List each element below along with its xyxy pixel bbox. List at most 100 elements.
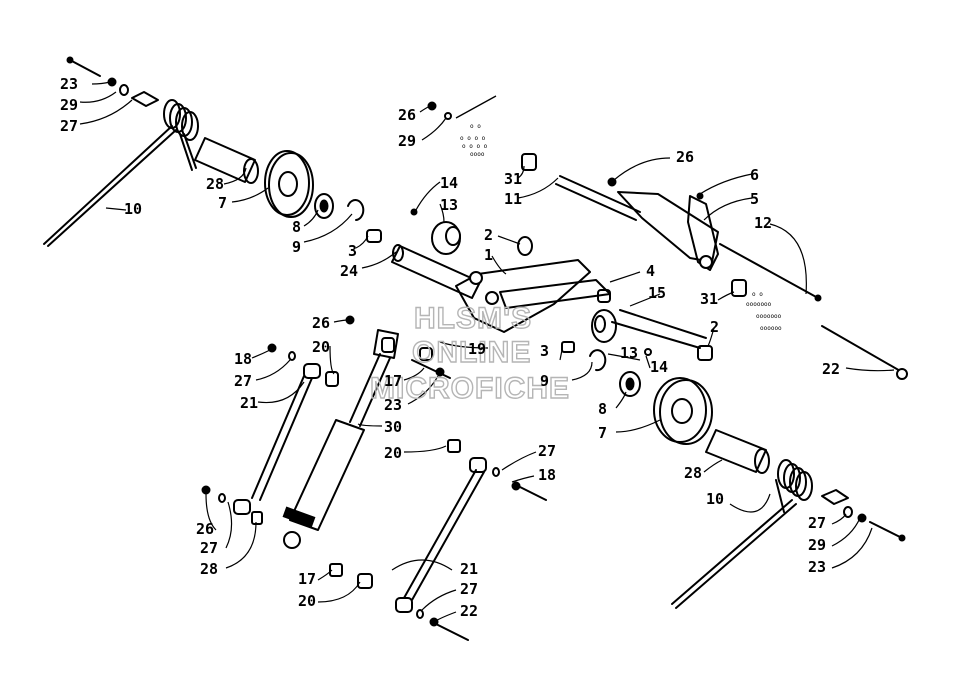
right-bushing-3 [561, 341, 575, 353]
upper-left-torsion-spring [163, 99, 199, 171]
callout-10-a: 10 [124, 200, 142, 218]
front-cross-shaft [391, 244, 481, 299]
callout-18-b: 18 [538, 466, 556, 484]
lower-bushing-20 [357, 573, 373, 589]
callout-27-c: 27 [538, 442, 556, 460]
callout-17-b: 17 [298, 570, 316, 588]
center-bushing-20 [447, 439, 461, 453]
svg-text:ooooooo: ooooooo [756, 313, 782, 320]
callout-26-a: 26 [398, 106, 416, 124]
watermark-line-1: HLSM'S [414, 302, 532, 335]
callout-15: 15 [648, 284, 666, 302]
right-spring-arm [671, 499, 797, 609]
upper-left-spring-arm [43, 125, 177, 247]
callout-29-a: 29 [60, 96, 78, 114]
right-link-washer [492, 467, 500, 477]
callout-29-c: 29 [808, 536, 826, 554]
upper-left-bolt [66, 56, 101, 77]
callout-26-c: 26 [312, 314, 330, 332]
pivot-bolt-head [410, 208, 418, 216]
right-snap-ring [589, 349, 607, 372]
callout-24: 24 [340, 262, 358, 280]
right-lock-nut [857, 513, 867, 523]
callout-20-c: 20 [298, 592, 316, 610]
callout-28-b: 28 [684, 464, 702, 482]
callout-8-b: 8 [598, 400, 607, 418]
watermark-line-3: MICROFICHE [370, 372, 570, 405]
pivot-block-13-lower [591, 309, 617, 343]
callout-8-a: 8 [292, 218, 301, 236]
callout-9-a: 9 [292, 238, 301, 256]
upper-left-idler-wheel [264, 150, 314, 218]
callout-2-b: 2 [710, 318, 719, 336]
callout-27-e: 27 [808, 514, 826, 532]
upper-left-spacer-tube [194, 137, 259, 184]
callout-2-a: 2 [484, 226, 493, 244]
upper-bushing-2 [517, 236, 533, 256]
callout-31-b: 31 [700, 290, 718, 308]
callout-14-b: 14 [650, 358, 668, 376]
svg-text:o o o o: o o o o [462, 143, 488, 150]
svg-text:ooooooo: ooooooo [746, 301, 772, 308]
callout-27-b: 27 [234, 372, 252, 390]
lower-left-nut [201, 485, 211, 495]
svg-text:oooo: oooo [470, 151, 485, 158]
leader-lines [79, 81, 895, 623]
rear-hardware-strip: o o ooooooo ooooooo oooooo [746, 291, 782, 332]
rear-shaft [555, 175, 641, 221]
lower-left-bushing [251, 511, 263, 525]
callout-22-a: 22 [822, 360, 840, 378]
left-link-washer [288, 351, 296, 361]
svg-text:o o: o o [470, 123, 481, 130]
svg-text:o o o o: o o o o [460, 135, 486, 142]
callout-27-d: 27 [200, 539, 218, 557]
center-arm [455, 259, 611, 333]
watermark-line-2: ONLINE [412, 336, 531, 369]
watermark: HLSM'S ONLINE MICROFICHE [369, 301, 570, 405]
right-spacer-tube [705, 429, 770, 474]
cross-tube-15 [611, 309, 707, 349]
shock-top-bushing [381, 337, 395, 353]
callout-7-b: 7 [598, 424, 607, 442]
callout-14-a: 14 [440, 174, 458, 192]
right-link-rod [395, 457, 487, 613]
callout-18-a: 18 [234, 350, 252, 368]
callout-29-b: 29 [398, 132, 416, 150]
callout-21-b: 21 [460, 560, 478, 578]
upper-shock-bolt [411, 359, 451, 379]
callout-11: 11 [504, 190, 522, 208]
callout-28-c: 28 [200, 560, 218, 578]
svg-text:o o: o o [752, 291, 763, 298]
upper-rear-bushing [521, 153, 537, 171]
rear-bracket [617, 191, 719, 271]
callout-1: 1 [484, 246, 493, 264]
callout-21-a: 21 [240, 394, 258, 412]
shock-bushing-17 [419, 347, 433, 361]
lower-bushing-2 [697, 345, 713, 361]
callout-10-b: 10 [706, 490, 724, 508]
callout-23-c: 23 [808, 558, 826, 576]
callout-3-a: 3 [348, 242, 357, 260]
lower-rear-bolt [821, 325, 908, 380]
top-nut [427, 101, 437, 111]
callout-3-b: 3 [540, 342, 549, 360]
callout-23-a: 23 [60, 75, 78, 93]
callout-5: 5 [750, 190, 759, 208]
pivot-block-13 [431, 221, 461, 255]
upper-left-bearing [314, 193, 334, 219]
upper-left-snap-ring [347, 199, 365, 221]
callout-31-a: 31 [504, 170, 522, 188]
right-link-bolt-18 [511, 481, 547, 501]
callout-27-f: 27 [460, 580, 478, 598]
right-torsion-spring [775, 459, 813, 513]
callout-7-a: 7 [218, 194, 227, 212]
callout-13-a: 13 [440, 196, 458, 214]
callout-26-d: 26 [196, 520, 214, 538]
callout-20-a: 20 [312, 338, 330, 356]
svg-text:oooooo: oooooo [760, 325, 782, 332]
lower-left-washer [218, 493, 226, 503]
callout-20-b: 20 [384, 444, 402, 462]
arm-end-bushing [597, 289, 611, 303]
left-link-rod [233, 363, 321, 515]
